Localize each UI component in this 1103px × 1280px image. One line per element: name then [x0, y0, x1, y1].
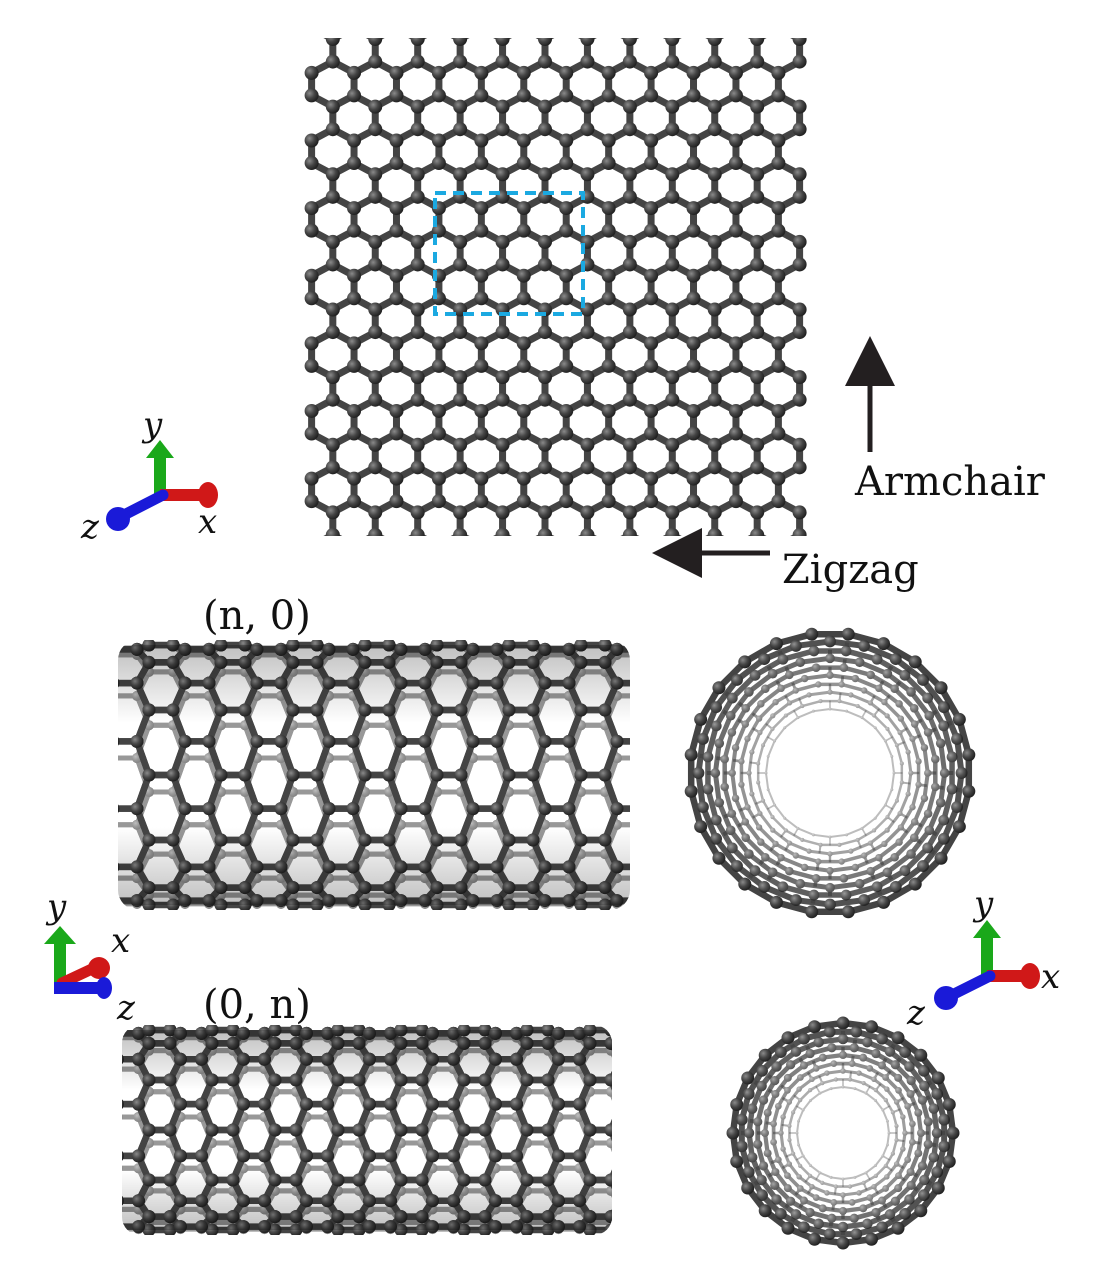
axis-y-label-tube-side: y [45, 887, 67, 927]
axis-x-label-tube-end: x [1041, 957, 1060, 997]
armchair-tube-end-view [726, 1016, 960, 1250]
axis-x-label-sheet: x [198, 502, 217, 542]
axis-x-label-tube-side: x [111, 921, 130, 961]
axis-z-label-tube-end: z [906, 993, 926, 1033]
zigzag-tube-label: (n, 0) [203, 593, 311, 639]
zigzag-tube-side-view [118, 640, 630, 910]
axis-triad-tube-end [934, 920, 1040, 1010]
armchair-tube-side-view [122, 1025, 612, 1235]
graphene-sheet [304, 38, 807, 536]
zigzag-label: Zigzag [782, 547, 919, 593]
axis-z-label-sheet: z [80, 507, 100, 547]
axis-triad-tube-side [44, 926, 112, 999]
unit-cell-highlight [433, 191, 585, 316]
axis-y-label-tube-end: y [972, 884, 994, 924]
axis-z-label-tube-side: z [116, 988, 136, 1028]
axis-y-label-sheet: y [141, 405, 163, 445]
zigzag-tube-end-view [684, 627, 976, 919]
armchair-label: Armchair [855, 459, 1045, 505]
armchair-tube-label: (0, n) [203, 982, 311, 1028]
axis-triad-sheet [106, 440, 218, 531]
